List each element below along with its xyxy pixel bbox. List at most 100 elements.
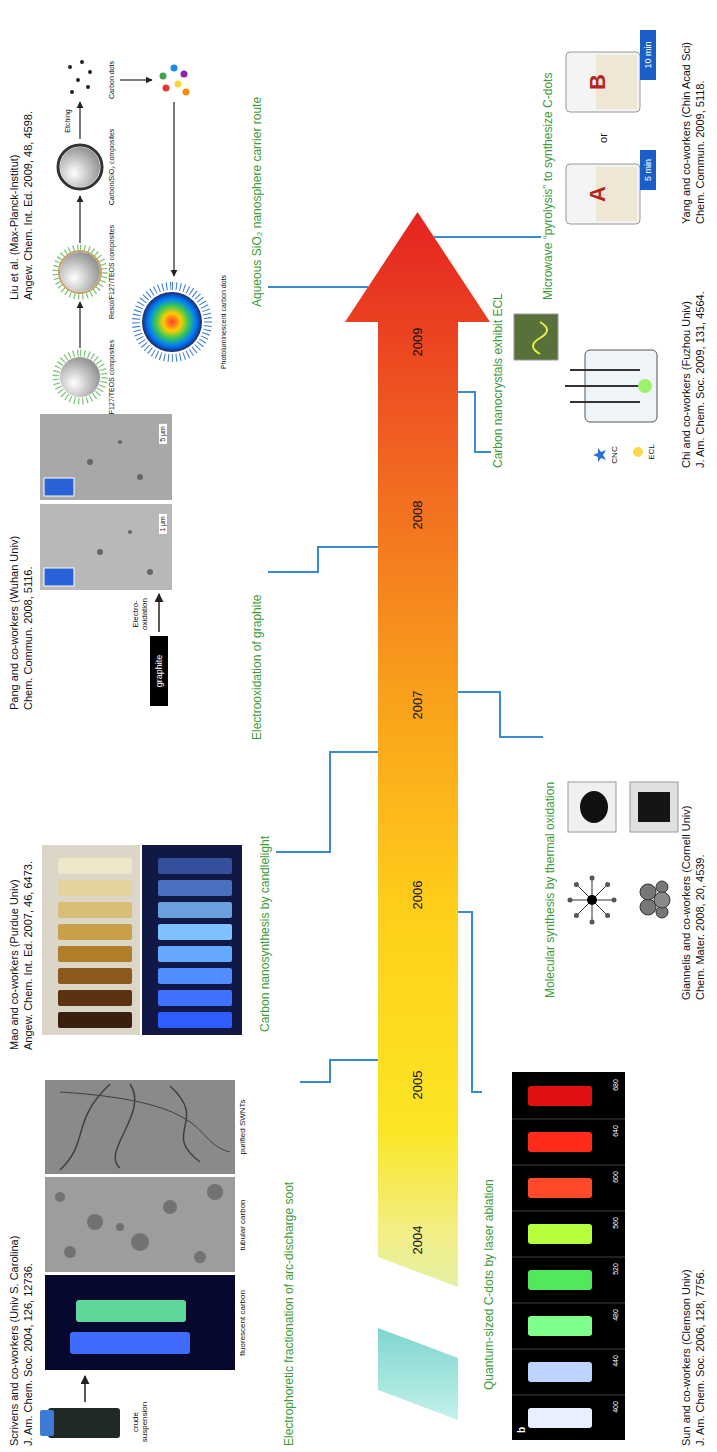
wavelength-label: 560 [612, 1217, 620, 1229]
event-title: Electrooxidation of graphite [250, 595, 264, 740]
liu-scheme [79, 302, 80, 348]
sun-photo-strip [528, 1224, 592, 1244]
citation: J. Am. Chem. Soc. 2004, 126, 12736. [22, 1263, 35, 1446]
timeline-connector [268, 547, 378, 572]
mao-figure [158, 924, 232, 940]
giannelis-figure [640, 899, 656, 915]
scrivens-figure [64, 1246, 76, 1258]
liu-scheme [160, 73, 167, 80]
giannelis-figure [568, 782, 679, 925]
pang-figure [40, 414, 172, 500]
scheme-label: Carbon/SiO₂ composites [108, 129, 116, 206]
liu-scheme [136, 286, 208, 358]
chi-figure [514, 314, 558, 360]
liu-scheme [70, 90, 74, 94]
mao-figure [58, 880, 132, 896]
scrivens-figure [45, 1275, 235, 1370]
mao-figure [42, 845, 242, 1035]
liu-scheme [56, 248, 104, 296]
figure-label: CNC [610, 446, 619, 463]
scrivens-figure [207, 1184, 223, 1200]
chi-figure [565, 385, 640, 387]
scheme-label: Photoluminescent carbon dots [220, 275, 228, 369]
giannelis-figure [638, 792, 670, 822]
liu-scheme [175, 81, 182, 88]
giannelis-figure [656, 881, 668, 893]
material-label: graphite [154, 655, 164, 688]
mao-figure [58, 924, 132, 940]
giannelis-figure [605, 882, 610, 887]
pang-figure [40, 414, 172, 706]
liu-scheme [80, 60, 84, 64]
pang-figure [97, 549, 103, 555]
sun-photo-strip [528, 1086, 592, 1106]
scrivens-figure [55, 1192, 65, 1202]
wavelength-label: 640 [612, 1125, 620, 1137]
wavelength-label: 440 [612, 1355, 620, 1367]
wavelength-label: 600 [612, 1171, 620, 1183]
mao-figure [58, 968, 132, 984]
giannelis-figure [590, 920, 595, 925]
liu-scheme [56, 60, 208, 401]
event-title: Carbon nanosynthesis by candlelight [258, 836, 272, 1032]
timeline-connector [458, 912, 482, 1092]
sample-letter: B [585, 74, 610, 90]
scrivens-figure [70, 1332, 190, 1354]
liu-scheme [60, 357, 100, 397]
liu-scheme [183, 89, 190, 96]
author-line: Yang and co-workers (Chin Acad Sci) [680, 42, 693, 224]
yang-figure [640, 150, 656, 190]
event-entry: Carbon nanocrystals exhibit ECLChi and c… [491, 247, 708, 472]
chi-figure [570, 401, 640, 403]
event-title: Quantum-sized C-dots by laser ablation [482, 1179, 496, 1390]
scale-label: 1 μm [159, 514, 167, 534]
giannelis-figure [574, 882, 579, 887]
scrivens-figure [115, 1084, 135, 1168]
time-badge: 5 min [643, 159, 653, 181]
scrivens-figure [45, 1080, 235, 1174]
event-title: Electrophoretic fractionation of arc-dis… [282, 1182, 296, 1446]
mao-figure [58, 858, 132, 874]
pang-figure [158, 594, 160, 632]
author-line: Chi and co-workers (Fuzhou Univ) [680, 301, 693, 468]
timeline-arrow: 200420052006200720082009 [343, 207, 493, 1292]
year-label: 2006 [410, 881, 426, 910]
conjunction-label: or [597, 133, 610, 143]
chi-figure [593, 448, 606, 462]
mao-figure [58, 946, 132, 962]
step-label: Electro-oxidation [131, 591, 149, 637]
mao-figure [58, 1012, 132, 1028]
step-label: Etching [64, 109, 72, 132]
liu-scheme [60, 147, 100, 187]
event-entry: Molecular synthesis by thermal oxidation… [543, 727, 708, 1002]
timeline-connector [268, 286, 368, 288]
year-label: 2008 [410, 501, 426, 530]
pang-figure [150, 636, 168, 706]
scrivens-figure [131, 1233, 149, 1251]
sun-photo-strip [512, 1072, 625, 1440]
scrivens-figure [40, 1080, 235, 1438]
yang-figure [640, 30, 656, 80]
mao-figure [142, 845, 242, 1035]
sun-photo-strip [528, 1178, 592, 1198]
timeline-connector [458, 392, 491, 452]
arrow-body [345, 212, 490, 1287]
sun-photo-strip [528, 1316, 592, 1336]
citation: J. Am. Chem. Soc. 2006, 128, 7756. [694, 1269, 707, 1446]
pang-figure [44, 568, 74, 586]
scrivens-figure [45, 1177, 235, 1272]
pang-figure [137, 474, 143, 480]
liu-scheme [60, 252, 100, 292]
scrivens-figure [40, 1410, 54, 1436]
scheme-label: Resol/F127/TEOS composites [108, 225, 116, 319]
sun-photo-strip [512, 1072, 625, 1440]
scrivens-figure [87, 1214, 103, 1230]
mao-figure [158, 946, 232, 962]
yang-figure [566, 30, 656, 224]
pang-figure [118, 440, 122, 444]
sun-photo-strip [528, 1362, 592, 1382]
liu-scheme [58, 145, 102, 189]
sun-photo-strip [512, 1349, 625, 1350]
scrivens-figure [163, 1200, 177, 1214]
